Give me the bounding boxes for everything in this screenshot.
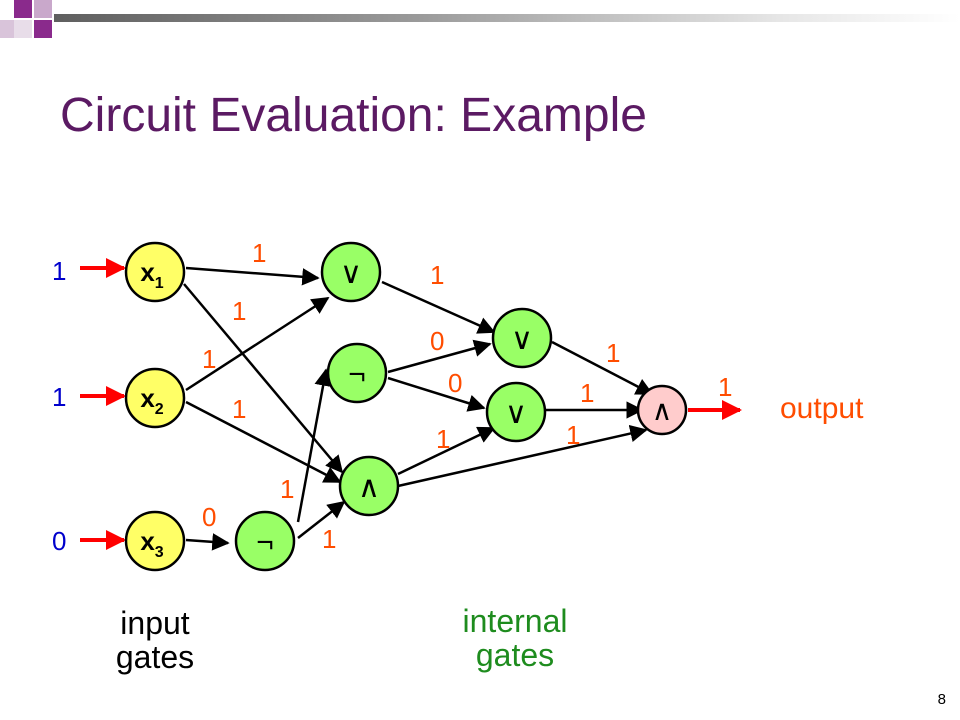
wire-and-mid-or-lower-right [397, 426, 496, 476]
wire-or-upper-right-and-output [551, 340, 654, 396]
svg-text:¬: ¬ [256, 526, 274, 559]
svg-text:x3: x3 [140, 526, 163, 561]
wire-value: 1 [322, 524, 336, 554]
wire-x2-and-mid [185, 400, 342, 484]
caption-line: internal [462, 603, 568, 639]
header-square [34, 20, 52, 38]
page-number: 8 [937, 691, 946, 708]
gate-and-mid: ∧ [338, 455, 400, 517]
wire-value: 1 [232, 296, 246, 326]
input-value-1: 1 [52, 256, 66, 286]
header-square [34, 0, 52, 18]
input-gate-x1: x1 [124, 241, 186, 303]
svg-text:∧: ∧ [358, 471, 380, 504]
wire-value: 1 [566, 420, 580, 450]
gate-or-lower-right: ∨ [485, 381, 547, 443]
wire-value: 0 [448, 368, 462, 398]
wire-value: 1 [232, 394, 246, 424]
wire-x3-not-bottom [185, 533, 230, 551]
input-gate-x2: x2 [124, 367, 186, 429]
wire-x1-and-mid [183, 283, 344, 474]
svg-text:¬: ¬ [348, 358, 366, 391]
gate-not-bottom: ¬ [234, 510, 296, 572]
wire-and-mid-and-output [397, 424, 648, 488]
svg-text:∨: ∨ [511, 323, 533, 356]
input-gate-x3: x3 [124, 510, 186, 572]
svg-text:x2: x2 [140, 383, 163, 418]
input-value-2: 1 [52, 382, 66, 412]
wire-x1-or-top [185, 266, 320, 286]
gate-and-output: ∧ [636, 384, 688, 436]
input-gates-caption: input gates [95, 606, 215, 674]
wire-value: 1 [580, 378, 594, 408]
wire-value: 0 [430, 326, 444, 356]
wire-value: 1 [202, 344, 216, 374]
svg-text:∨: ∨ [505, 397, 527, 430]
wire-not-mid-or-lower-right [387, 376, 486, 412]
page-title: Circuit Evaluation: Example [60, 89, 647, 142]
input-value-3: 0 [52, 526, 66, 556]
wire-not-bottom-not-mid [296, 368, 332, 523]
internal-gates-caption: internal gates [430, 604, 600, 672]
wire-not-bottom-and-mid [297, 500, 346, 539]
header-square [14, 20, 32, 38]
svg-text:∧: ∧ [652, 395, 673, 426]
wire-or-top-or-upper-right [381, 280, 496, 334]
output-value: 1 [718, 372, 732, 402]
wire-value: 1 [430, 260, 444, 290]
header-decoration [0, 0, 960, 50]
gate-or-top: ∨ [320, 241, 382, 303]
wire-x2-or-top [185, 296, 330, 392]
wire-value: 0 [202, 502, 216, 532]
wire-value: 1 [280, 474, 294, 504]
header-bar [54, 14, 960, 22]
wire-value: 1 [606, 338, 620, 368]
wire-value: 1 [252, 238, 266, 268]
caption-line: gates [115, 639, 195, 675]
caption-line: input [120, 605, 190, 641]
gate-or-upper-right: ∨ [491, 307, 553, 369]
svg-text:∨: ∨ [340, 257, 362, 290]
gate-not-mid: ¬ [326, 342, 388, 404]
wire-value: 1 [436, 424, 450, 454]
header-square [14, 0, 32, 18]
wire-not-mid-or-upper-right [387, 339, 492, 374]
caption-line: gates [475, 637, 555, 673]
output-label: output [780, 392, 864, 425]
svg-text:x1: x1 [140, 257, 163, 292]
header-square [0, 20, 14, 38]
